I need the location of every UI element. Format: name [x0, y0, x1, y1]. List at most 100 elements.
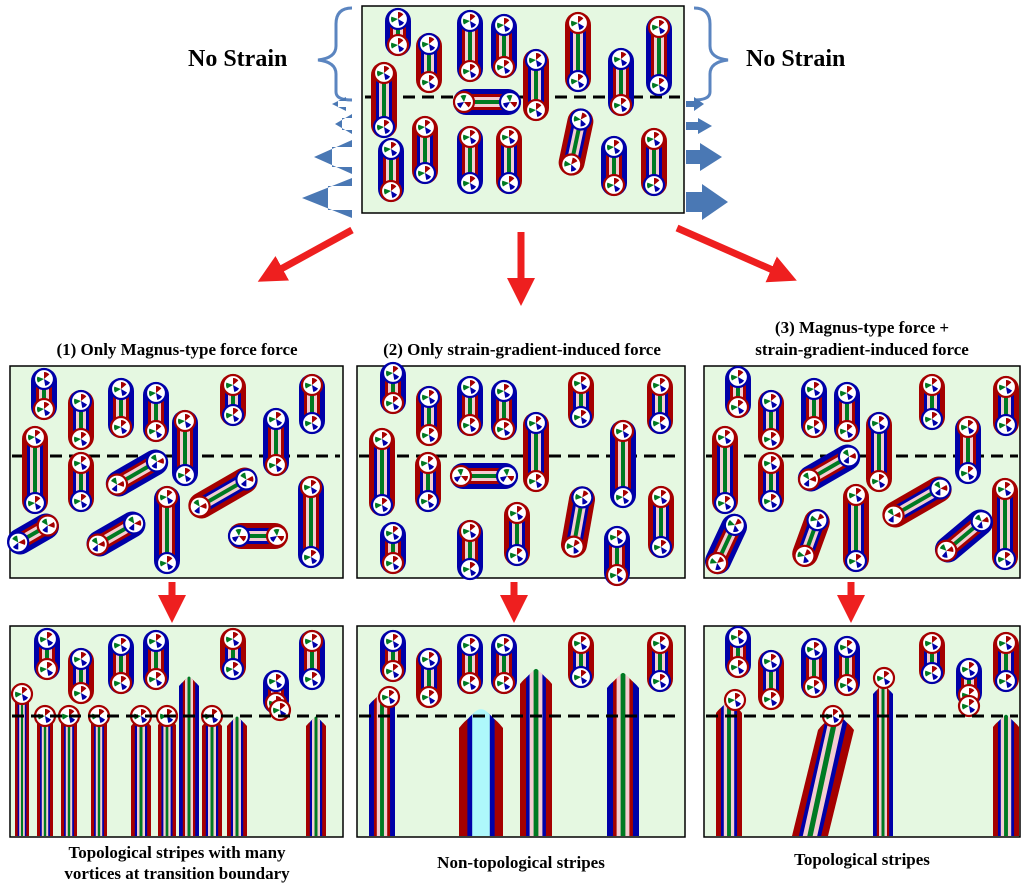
- skyrmion-pair: [608, 48, 634, 116]
- skyrmion-pair: [992, 478, 1018, 570]
- stripe: [369, 693, 395, 836]
- branch-arrows: [270, 228, 784, 292]
- skyrmion-pair: [412, 116, 438, 184]
- skyrmion-pair: [646, 16, 672, 96]
- no-strain-right-label: No Strain: [746, 46, 845, 73]
- stripe: [459, 709, 503, 836]
- stripe: [607, 673, 639, 836]
- skyrmion-pair: [263, 408, 289, 476]
- skyrmion-pair: [299, 374, 325, 434]
- skyrmion-pair: [220, 628, 246, 680]
- skyrmion-pair: [453, 89, 521, 115]
- skyrmion-pair: [416, 386, 442, 446]
- stripe: [15, 690, 29, 836]
- skyrmion-pair: [604, 526, 630, 586]
- skyrmion-pair: [299, 630, 325, 690]
- skyrmion-pair: [523, 49, 549, 121]
- stripe: [158, 716, 176, 836]
- stripe: [179, 677, 199, 836]
- skyrmion-pair: [380, 522, 406, 574]
- skyrmion-pair: [758, 650, 784, 710]
- skyrmion: [379, 687, 399, 707]
- skyrmion-pair: [108, 634, 134, 694]
- skyrmion-pair: [450, 463, 518, 489]
- skyrmion-pair: [523, 412, 549, 492]
- skyrmion-pair: [457, 520, 483, 580]
- caption-3: Topological stripes: [704, 850, 1020, 870]
- skyrmion-pair: [843, 484, 869, 572]
- skyrmion-pair: [565, 12, 591, 92]
- skyrmion-pair: [457, 376, 483, 436]
- panel-2-title: (2) Only strain-gradient-induced force: [354, 340, 690, 360]
- skyrmion-pair: [228, 523, 288, 549]
- stripe: [131, 717, 151, 836]
- skyrmion-pair: [491, 380, 517, 440]
- skyrmion-pair: [758, 452, 784, 512]
- skyrmion: [874, 668, 894, 688]
- skyrmion-pair: [725, 366, 751, 418]
- stripe: [91, 716, 107, 836]
- skyrmion-pair: [108, 378, 134, 438]
- skyrmion-pair: [993, 632, 1019, 692]
- skyrmion-pair: [491, 14, 517, 78]
- skyrmion-pair: [504, 502, 530, 566]
- skyrmion-pair: [834, 382, 860, 442]
- skyrmion-pair: [416, 33, 442, 93]
- skyrmion-pair: [568, 632, 594, 688]
- skyrmion-pair: [496, 126, 522, 194]
- skyrmion-pair: [68, 452, 94, 512]
- skyrmion: [725, 690, 745, 710]
- skyrmion-pair: [380, 630, 406, 682]
- skyrmion-pair: [385, 8, 411, 56]
- caption-1-line2: vortices at transition boundary: [12, 864, 342, 884]
- skyrmion-pair: [220, 374, 246, 426]
- skyrmion: [959, 696, 979, 716]
- skyrmion-pair: [725, 626, 751, 678]
- skyrmion-pair: [647, 632, 673, 692]
- stripe: [716, 701, 742, 836]
- skyrmion-pair: [457, 634, 483, 694]
- skyrmion-pair: [568, 372, 594, 428]
- skyrmion-pair: [610, 420, 636, 508]
- skyrmion-pair: [457, 10, 483, 82]
- skyrmion-pair: [31, 368, 57, 420]
- skyrmion-pair: [172, 410, 198, 486]
- skyrmion-pair: [601, 136, 627, 196]
- skyrmion-pair: [369, 428, 395, 516]
- skyrmion-pair: [919, 632, 945, 684]
- skyrmion-pair: [641, 128, 667, 196]
- skyrmion-pair: [378, 138, 404, 202]
- stripe: [61, 716, 77, 836]
- panel-3-title-line1: (3) Magnus-type force +: [704, 318, 1020, 338]
- stripe: [37, 716, 53, 836]
- skyrmion-pair: [993, 376, 1019, 436]
- skyrmion-pair: [955, 416, 981, 484]
- skyrmion-pair: [415, 452, 441, 512]
- strain-arrows-right: [686, 97, 728, 220]
- stripe: [873, 685, 893, 836]
- panel-1-title: (1) Only Magnus-type force force: [12, 340, 342, 360]
- skyrmion-pair: [834, 636, 860, 696]
- caption-1-line1: Topological stripes with many: [12, 843, 342, 863]
- panel-3-title-line2: strain-gradient-induced force: [704, 340, 1020, 360]
- skyrmion-pair: [154, 486, 180, 574]
- skyrmion-pair: [68, 390, 94, 450]
- skyrmion-pair: [801, 638, 827, 698]
- right-brace: [694, 8, 728, 100]
- skyrmion-pair: [491, 634, 517, 694]
- left-brace: [318, 8, 352, 100]
- stripe: [227, 717, 247, 836]
- skyrmion-pair: [801, 378, 827, 438]
- skyrmion-pair: [371, 62, 397, 138]
- skyrmion-pair: [758, 390, 784, 450]
- skyrmion-pair: [919, 374, 945, 430]
- skyrmion-pair: [380, 362, 406, 414]
- stripe: [202, 717, 222, 836]
- skyrmion-pair: [143, 382, 169, 442]
- no-strain-left-label: No Strain: [188, 46, 287, 73]
- skyrmion-pair: [34, 628, 60, 680]
- skyrmion-pair: [647, 374, 673, 434]
- panel-3-result: [704, 626, 1020, 837]
- skyrmion-pair: [298, 476, 324, 568]
